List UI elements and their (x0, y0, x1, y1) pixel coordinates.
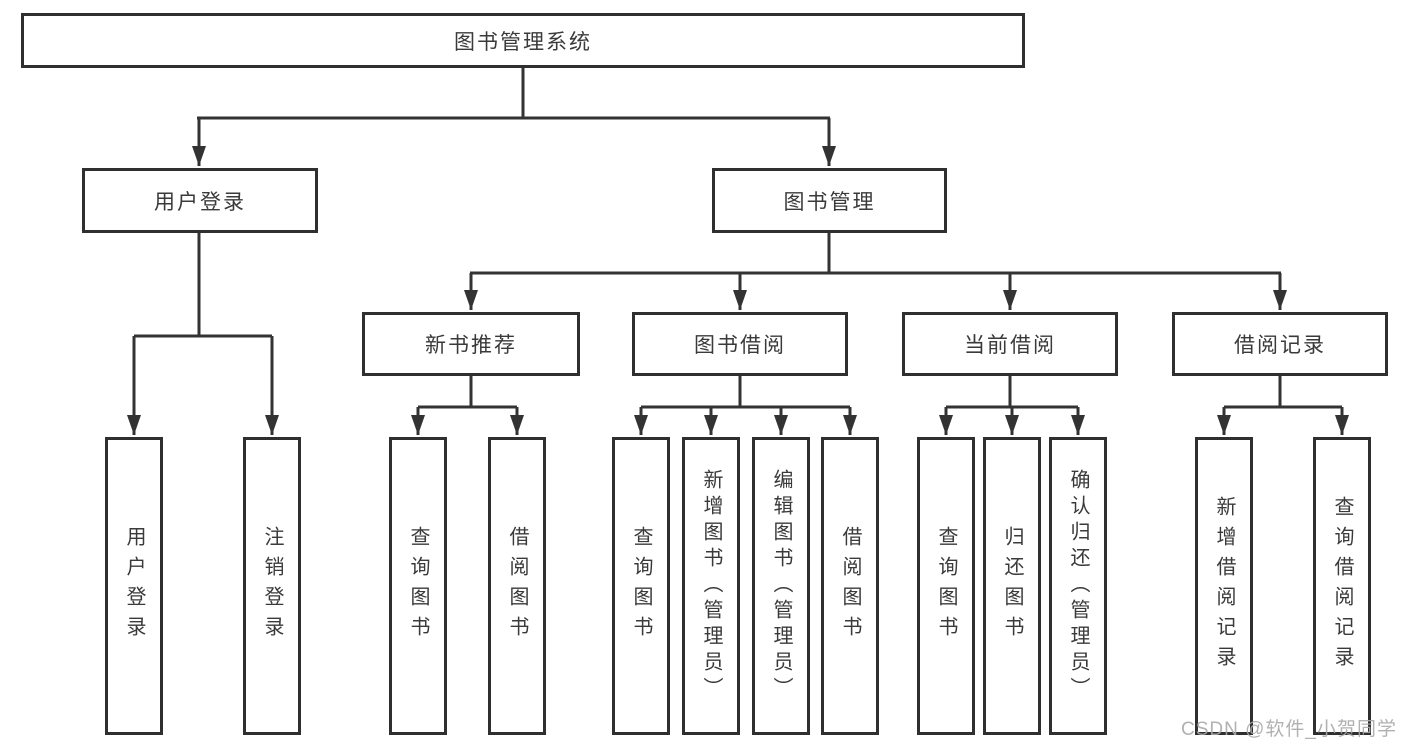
node-leaf-borrow-books-recommend: 借阅图书 (488, 437, 546, 735)
node-borrow-records: 借阅记录 (1172, 312, 1388, 376)
node-current-borrow: 当前借阅 (902, 312, 1118, 376)
connector-book-management-children (464, 233, 1287, 310)
node-book-management: 图书管理 (712, 168, 947, 233)
node-leaf-borrow-books-recommend-label: 借阅图书 (506, 526, 528, 646)
node-leaf-return-book: 归还图书 (983, 437, 1041, 735)
node-book-borrow: 图书借阅 (632, 312, 848, 376)
node-leaf-query-borrow-record-label: 查询借阅记录 (1331, 496, 1353, 676)
connector-new-books-children (411, 376, 524, 435)
connector-user-login-children (127, 233, 279, 435)
node-leaf-add-borrow-record: 新增借阅记录 (1195, 437, 1253, 735)
node-new-book-recommend: 新书推荐 (362, 312, 580, 376)
node-leaf-query-books-recommend: 查询图书 (389, 437, 447, 735)
connector-current-borrow-children (939, 376, 1085, 435)
csdn-watermark: CSDN @软件_小贺同学 (1181, 719, 1397, 740)
node-book-management-label: 图书管理 (783, 190, 876, 214)
node-library-system-label: 图书管理系统 (454, 30, 592, 54)
node-leaf-query-books-borrow: 查询图书 (612, 437, 670, 735)
node-leaf-logout-login: 注销登录 (243, 437, 301, 735)
node-leaf-edit-book-admin: 编辑图书（管理员） (752, 437, 810, 735)
node-leaf-confirm-return-admin: 确认归还（管理员） (1049, 437, 1107, 735)
node-leaf-add-borrow-record-label: 新增借阅记录 (1213, 496, 1235, 676)
node-leaf-add-book-admin: 新增图书（管理员） (682, 437, 740, 735)
node-user-login: 用户登录 (82, 168, 318, 233)
node-user-login-label: 用户登录 (154, 190, 246, 214)
node-current-borrow-label: 当前借阅 (964, 334, 1056, 357)
node-leaf-user-login-label: 用户登录 (123, 526, 145, 646)
node-leaf-add-book-admin-label: 新增图书（管理员） (700, 469, 722, 703)
node-leaf-edit-book-admin-label: 编辑图书（管理员） (770, 469, 792, 703)
node-leaf-query-books-current-label: 查询图书 (935, 526, 957, 646)
node-leaf-query-borrow-record: 查询借阅记录 (1313, 437, 1371, 735)
node-leaf-user-login: 用户登录 (105, 437, 163, 735)
node-leaf-query-books-recommend-label: 查询图书 (407, 526, 429, 646)
node-leaf-borrow-book-label: 借阅图书 (839, 526, 861, 646)
node-book-borrow-label: 图书借阅 (694, 334, 786, 357)
node-leaf-confirm-return-admin-label: 确认归还（管理员） (1067, 469, 1089, 703)
connector-book-borrow-children (634, 376, 857, 435)
node-new-book-recommend-label: 新书推荐 (425, 334, 517, 357)
connector-root-to-level2 (192, 68, 836, 166)
node-borrow-records-label: 借阅记录 (1234, 334, 1326, 357)
node-leaf-borrow-book: 借阅图书 (821, 437, 879, 735)
node-leaf-query-books-borrow-label: 查询图书 (630, 526, 652, 646)
node-leaf-logout-login-label: 注销登录 (261, 526, 283, 646)
node-leaf-query-books-current: 查询图书 (917, 437, 975, 735)
node-leaf-return-book-label: 归还图书 (1001, 526, 1023, 646)
node-library-system: 图书管理系统 (21, 13, 1025, 68)
connector-borrow-records-children (1217, 376, 1349, 435)
